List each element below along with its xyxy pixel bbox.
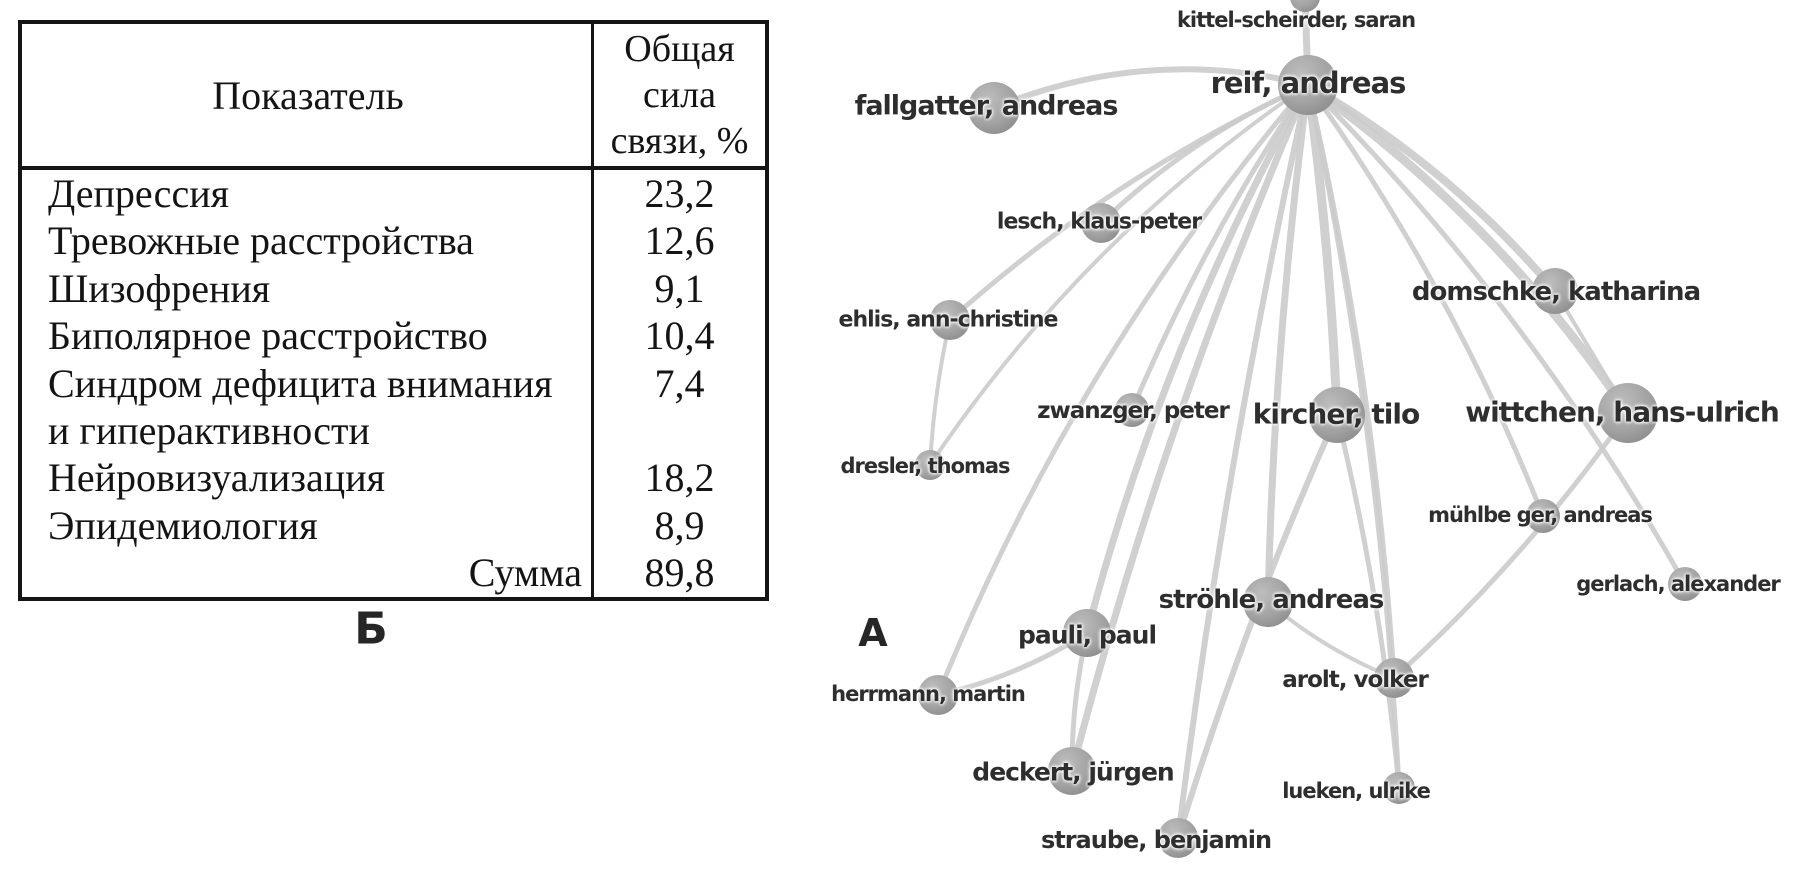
coauthorship-edge [928,83,1310,467]
coauthorship-edge [1305,82,1546,519]
author-node [918,675,958,715]
strength-value-cell: 18,2 [644,455,715,501]
strength-value-cell: 12,6 [644,218,715,264]
indicator-cell: Эпидемиология [48,502,318,548]
author-node [1383,772,1415,804]
coauthorship-edge [1083,81,1312,637]
author-node [930,300,970,340]
coauthorship-edge [1305,82,1688,587]
indicator-cell: Шизофрения [48,265,271,311]
strength-value-cell: 10,4 [644,313,715,359]
table-row: Шизофрения 9,1 [22,265,765,312]
indicator-cell: Синдром дефицита внимания [48,360,553,406]
coauthorship-edge [947,82,1311,323]
table-header-strength-line3: связи, % [610,120,749,162]
coauthorship-edge [1264,81,1312,606]
node-layer [915,0,1702,858]
table-row: и гиперактивности [22,407,765,454]
indicator-cell: Сумма [468,550,582,596]
link-strength-table: Показатель Общая сила связи, % Депрессия… [18,20,769,601]
author-node [1309,387,1365,443]
author-node [1048,747,1096,795]
table-row: Сумма 89,8 [22,549,765,596]
author-node [1243,577,1293,627]
coauthorship-edge [935,82,1311,698]
coauthorship-edge [1068,81,1312,775]
author-node [1290,0,1320,12]
author-node [1158,818,1198,858]
table-row: Биполярное расстройство 10,4 [22,312,765,359]
strength-value-cell: 9,1 [654,265,705,311]
strength-value-cell: 23,2 [644,171,715,216]
panel-label-a: А [858,611,888,655]
table-header-row: Показатель Общая сила связи, % [22,24,765,170]
coauthorship-edge [1303,80,1342,420]
indicator-cell: Депрессия [48,171,229,216]
table-row: Депрессия 23,2 [22,170,765,217]
table-header-strength-line2: сила [642,74,717,116]
author-node [1668,567,1702,601]
table-header-indicator: Показатель [212,72,404,118]
author-node [1063,609,1111,657]
coauthorship-edge [1175,412,1340,841]
author-node [1374,658,1414,698]
indicator-cell: Биполярное расстройство [48,313,488,359]
table-row: Тревожные расстройства 12,6 [22,217,765,264]
table-header-strength: Общая сила связи, % [594,24,765,166]
author-node [1598,383,1658,443]
coauthorship-edge [1129,82,1311,413]
strength-value-cell: 8,9 [654,502,705,548]
table-column-divider [591,24,594,597]
table-header-strength-line1: Общая [624,28,735,70]
author-node [1278,55,1338,115]
edge-layer [928,0,1688,841]
author-node [1115,393,1149,427]
table-row: Нейровизуализация 18,2 [22,454,765,501]
author-node [968,82,1020,134]
table-row: Эпидемиология 8,9 [22,502,765,549]
author-node [915,450,945,480]
panel-label-b: Б [354,603,388,655]
strength-value-cell: 7,4 [654,360,705,406]
coauthorship-edge [1303,80,1633,418]
author-node [1526,499,1560,533]
coauthorship-edge [1334,412,1402,791]
author-node [1532,268,1578,314]
coauthorship-edge [991,66,1311,111]
indicator-cell: и гиперактивности [48,407,370,453]
indicator-cell: Нейровизуализация [48,455,386,501]
author-node [1081,203,1121,243]
strength-value-cell: 89,8 [644,550,715,596]
indicator-cell: Тревожные расстройства [48,218,474,264]
coauthorship-edge [1391,410,1631,681]
table-row: Синдром дефицита внимания 7,4 [22,360,765,407]
coauthorship-edge [1175,82,1311,841]
